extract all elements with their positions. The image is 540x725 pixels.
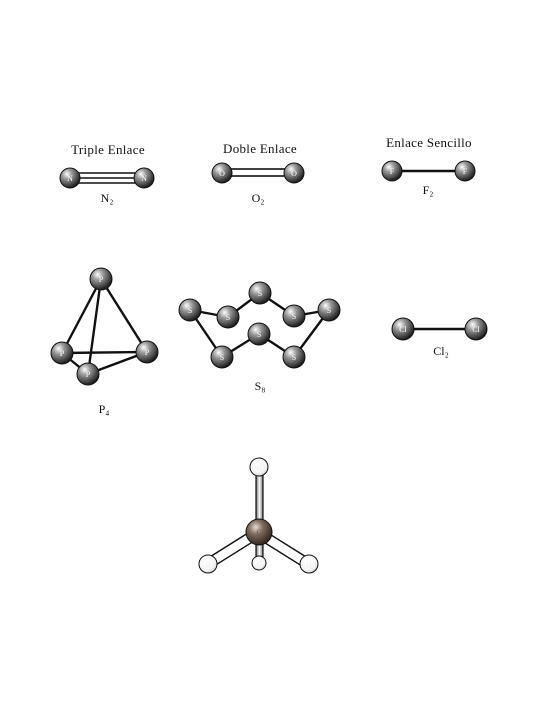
- o2-atom: O: [283, 162, 305, 184]
- n2-atom: N: [59, 167, 81, 189]
- svg-text:S: S: [258, 289, 262, 298]
- svg-text:F: F: [390, 167, 395, 176]
- p4-atom: P: [135, 340, 159, 364]
- svg-text:Cl: Cl: [472, 325, 480, 334]
- n2-atom: N: [133, 167, 155, 189]
- molecule-cl2: Cl Cl Cl₂: [391, 317, 488, 358]
- s8-atom: S: [248, 281, 272, 305]
- s8-atom: S: [210, 345, 234, 369]
- p4-formula: P₄: [99, 402, 110, 416]
- o2-heading: Doble Enlace: [223, 141, 297, 156]
- svg-text:Cl: Cl: [399, 325, 407, 334]
- svg-text:S: S: [292, 353, 296, 362]
- svg-text:H: H: [256, 559, 262, 568]
- ch4-hydrogen-atom: H: [251, 555, 267, 571]
- svg-text:C: C: [256, 528, 261, 537]
- molecule-n2: Triple Enlace N N N₂: [59, 142, 155, 205]
- p4-atom: P: [50, 341, 74, 365]
- svg-text:P: P: [60, 349, 65, 358]
- ch4-hydrogen-atom: H: [299, 554, 319, 574]
- molecule-o2: Doble Enlace O O O₂: [211, 141, 305, 205]
- s8-atom: S: [216, 305, 240, 329]
- cl2-formula: Cl₂: [433, 344, 449, 358]
- svg-text:N: N: [141, 174, 147, 183]
- svg-text:H: H: [306, 560, 312, 569]
- p4-atom: P: [76, 362, 100, 386]
- f2-atom: F: [454, 160, 476, 182]
- svg-text:P: P: [145, 348, 150, 357]
- ch4-carbon-atom: C: [245, 518, 273, 546]
- svg-text:S: S: [188, 306, 192, 315]
- n2-triple-bond: [72, 172, 142, 184]
- svg-text:S: S: [257, 330, 261, 339]
- o2-double-bond: [223, 168, 293, 177]
- s8-formula: S₈: [255, 379, 266, 393]
- s8-atom: S: [317, 298, 341, 322]
- svg-text:H: H: [205, 560, 211, 569]
- p4-bonds: [60, 278, 149, 376]
- cl2-atom: Cl: [464, 317, 488, 341]
- svg-text:P: P: [99, 275, 104, 284]
- s8-atom: S: [178, 298, 202, 322]
- svg-text:F: F: [463, 167, 468, 176]
- svg-text:P: P: [86, 370, 91, 379]
- molecule-f2: Enlace Sencillo F F F₂: [381, 135, 476, 197]
- molecule-s8: S S S S S S S S S₈: [178, 281, 341, 393]
- f2-heading: Enlace Sencillo: [386, 135, 472, 150]
- svg-text:N: N: [67, 174, 73, 183]
- svg-text:S: S: [292, 312, 296, 321]
- cl2-atom: Cl: [391, 317, 415, 341]
- s8-atom: S: [247, 322, 271, 346]
- o2-atom: O: [211, 162, 233, 184]
- molecule-p4: P P P P P₄: [50, 267, 159, 416]
- f2-atom: F: [381, 160, 403, 182]
- n2-heading: Triple Enlace: [71, 142, 145, 157]
- ch4-hydrogen-atom: H: [249, 457, 269, 477]
- molecule-ch4: H H H H C: [198, 457, 319, 574]
- f2-formula: F₂: [423, 183, 434, 197]
- svg-text:O: O: [219, 169, 225, 178]
- svg-text:H: H: [256, 463, 262, 472]
- svg-text:S: S: [327, 306, 331, 315]
- svg-text:S: S: [226, 313, 230, 322]
- svg-text:S: S: [220, 353, 224, 362]
- ch4-hydrogen-atom: H: [198, 554, 218, 574]
- s8-atom: S: [282, 345, 306, 369]
- n2-formula: N₂: [101, 191, 114, 205]
- o2-formula: O₂: [252, 191, 265, 205]
- p4-atom: P: [89, 267, 113, 291]
- svg-text:O: O: [291, 169, 297, 178]
- s8-atom: S: [282, 304, 306, 328]
